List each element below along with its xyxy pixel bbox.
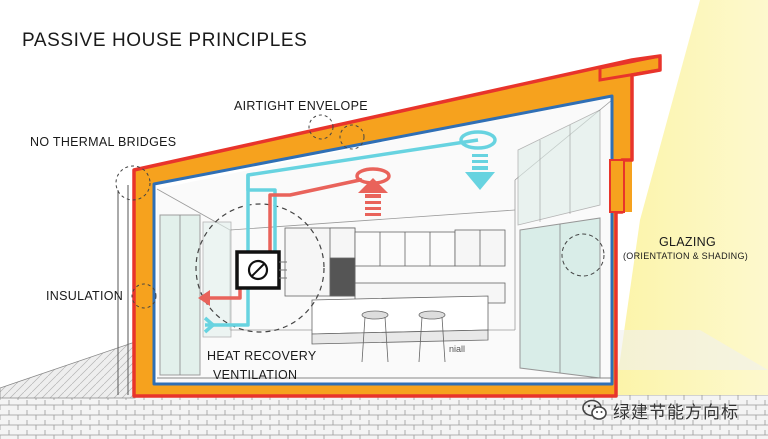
airtight-inner-line bbox=[152, 94, 614, 386]
deck-left bbox=[0, 341, 136, 399]
watermark: 绿建节能方向标 bbox=[581, 396, 761, 424]
left-glass-door bbox=[159, 214, 232, 376]
sunlight-beam bbox=[600, 0, 768, 439]
fresh-air-duct bbox=[203, 130, 497, 334]
airtight-outer-line bbox=[132, 54, 662, 398]
cool-air-down-arrow-icon bbox=[465, 154, 495, 190]
warm-air-up-arrow-icon bbox=[358, 178, 388, 216]
kitchen bbox=[284, 227, 506, 363]
insulation-marker bbox=[131, 283, 157, 309]
artist-signature: niall bbox=[449, 344, 466, 354]
exterior-wall-left bbox=[117, 185, 129, 395]
thermal-bridge-marker bbox=[115, 165, 151, 201]
airtight-envelope-label: AIRTIGHT ENVELOPE bbox=[234, 99, 368, 113]
heat-recovery-label: HEAT RECOVERY bbox=[207, 349, 317, 363]
mvhr-fan-icon bbox=[235, 250, 287, 290]
wechat-logo-icon bbox=[582, 399, 607, 420]
ground-hatching bbox=[0, 395, 768, 439]
warm-exhaust-arrowhead bbox=[198, 290, 210, 306]
airtight-marker-1 bbox=[308, 114, 334, 140]
ventilation-label: VENTILATION bbox=[213, 368, 298, 382]
page-title: PASSIVE HOUSE PRINCIPLES bbox=[22, 30, 308, 51]
deck-right bbox=[612, 330, 768, 370]
insulation-label: INSULATION bbox=[46, 289, 124, 303]
shading-fin bbox=[609, 159, 625, 213]
mvhr-focus-circle bbox=[195, 203, 325, 333]
glazing-marker bbox=[561, 233, 605, 277]
right-glazing bbox=[517, 109, 601, 379]
watermark-text: 绿建节能方向标 bbox=[613, 403, 739, 423]
thermal-bridges-label: NO THERMAL BRIDGES bbox=[30, 135, 177, 149]
glazing-sub-label: (ORIENTATION & SHADING) bbox=[623, 251, 749, 261]
airtight-marker-2 bbox=[339, 124, 365, 150]
glazing-label: GLAZING bbox=[659, 235, 716, 249]
